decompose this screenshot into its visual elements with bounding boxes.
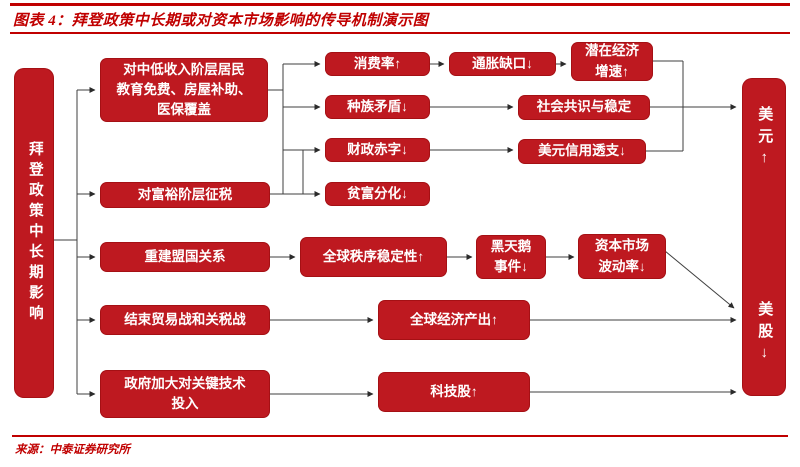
title-underline-rule (10, 32, 790, 34)
top-rule (10, 3, 790, 6)
node-us-stocks-down-label: 美股↓ (756, 301, 773, 368)
node-inflation-gap-down: 通胀缺口↓ (449, 52, 556, 76)
node-biden-policy-root: 拜登政策中长期影响 (14, 68, 54, 398)
node-tax-wealthy: 对富裕阶层征税 (100, 182, 270, 208)
node-racial-conflict-down: 种族矛盾↓ (325, 95, 430, 119)
node-education-welfare: 对中低收入阶层居民 教育免费、房屋补助、 医保覆盖 (100, 58, 268, 122)
node-gov-tech-investment: 政府加大对关键技术 投入 (100, 370, 270, 418)
node-global-order-stability-up: 全球秩序稳定性↑ (300, 237, 447, 277)
footer-rule (12, 435, 788, 437)
node-tech-stocks-up: 科技股↑ (378, 372, 530, 412)
node-usd-credit-overdraft-down: 美元信用透支↓ (518, 139, 646, 164)
node-potential-growth-up: 潜在经济 增速↑ (571, 42, 653, 81)
node-usd-up-label: 美元↑ (756, 106, 773, 173)
node-outcome-column: 美元↑ 美股↓ (742, 78, 786, 396)
node-global-output-up: 全球经济产出↑ (378, 300, 530, 340)
node-capital-market-volatility-down: 资本市场 波动率↓ (578, 234, 666, 279)
figure-title: 图表 4：拜登政策中长期或对资本市场影响的传导机制演示图 (13, 13, 429, 29)
node-social-consensus-stability: 社会共识与稳定 (518, 95, 650, 120)
node-rebuild-alliances: 重建盟国关系 (100, 242, 270, 272)
node-end-trade-war: 结束贸易战和关税战 (100, 305, 270, 335)
node-fiscal-deficit-down: 财政赤字↓ (325, 138, 430, 162)
source-note: 来源：中泰证券研究所 (15, 444, 130, 456)
node-wealth-gap-down: 贫富分化↓ (325, 182, 430, 206)
node-consumption-rate-up: 消费率↑ (325, 52, 430, 76)
node-black-swan-events-down: 黑天鹅 事件↓ (476, 235, 546, 279)
